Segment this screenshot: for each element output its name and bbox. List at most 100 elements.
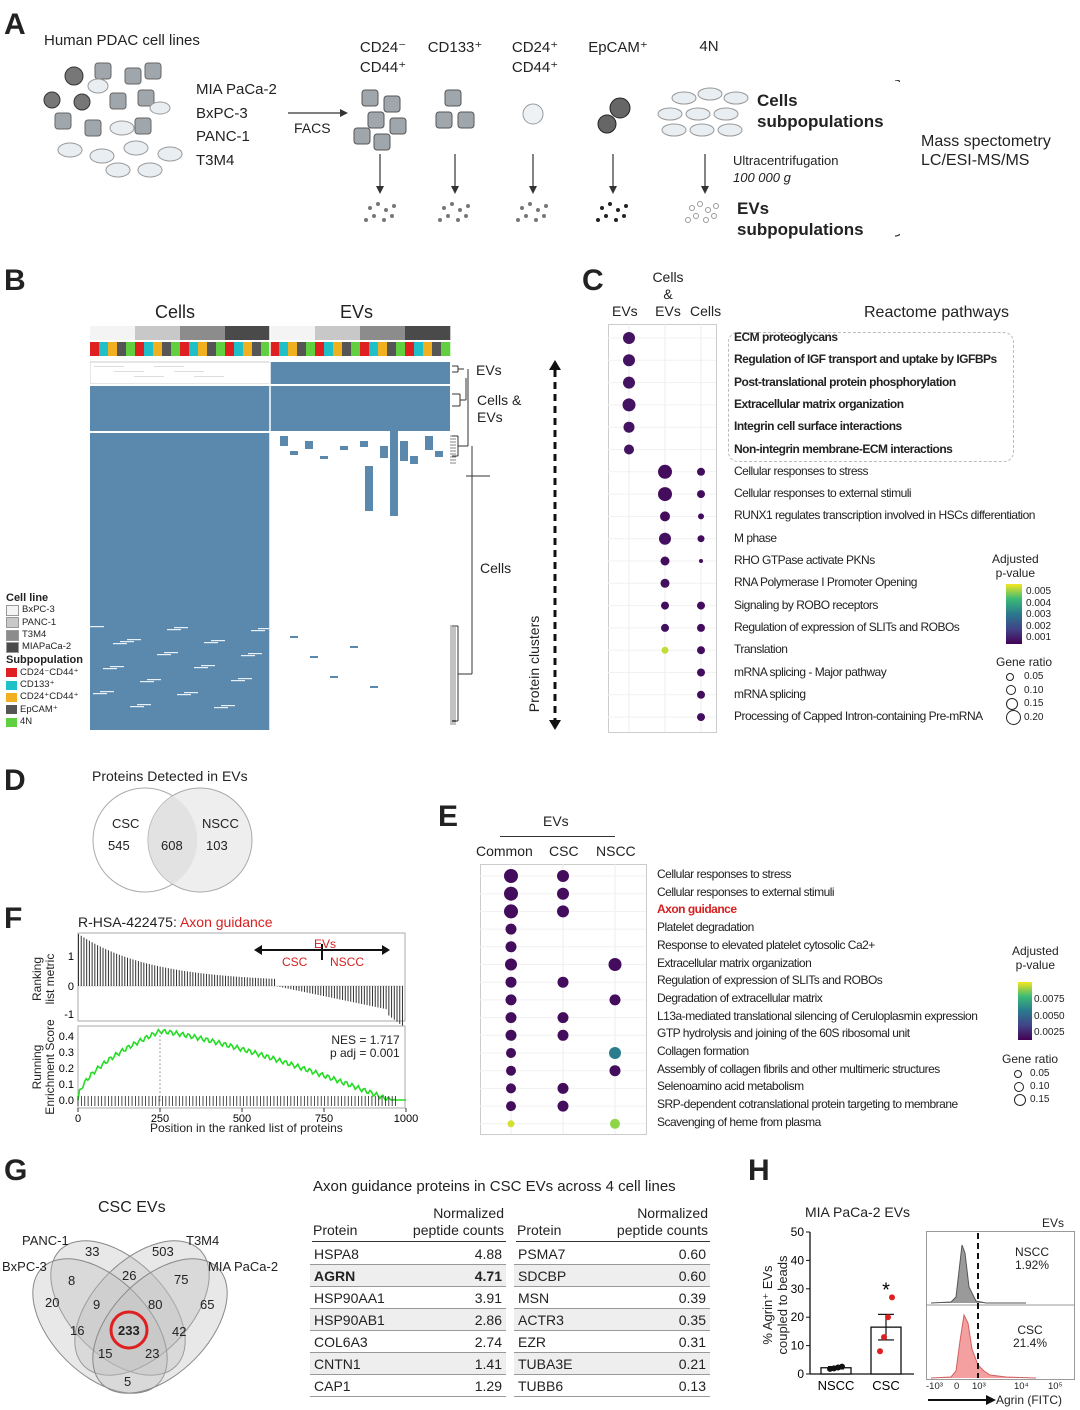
venn-d-right-label: NSCC: [202, 816, 239, 831]
gsea-xtick-label: 1000: [394, 1113, 418, 1125]
dotplot-c-dot: [661, 646, 669, 654]
size-legend-item: 0.10: [1014, 1080, 1049, 1093]
hist-xtick-label: 10³: [972, 1381, 986, 1392]
dotplot-e-dot: [609, 1047, 621, 1059]
heatmap-speckle: [201, 665, 215, 667]
label-line: LC/ESI-MS/MS: [921, 152, 1030, 169]
gsea-rank-bar: [184, 970, 186, 986]
venn-g-count: 26: [122, 1268, 137, 1283]
label-line: 21.4%: [1012, 1336, 1048, 1350]
reactome-pathway-label: Extracellular matrix organization: [734, 396, 904, 411]
legend-subpop-item: 4N: [6, 716, 83, 728]
size-legend-circle: [1006, 709, 1021, 725]
dotplot-c-dot: [658, 487, 672, 502]
gsea-title: R-HSA-422475: Axon guidance: [78, 914, 273, 930]
heatmap-mark: [310, 656, 318, 658]
gsea-rank-bar: [121, 955, 123, 986]
gsea-ytick-label: 1: [68, 951, 74, 963]
gsea-rank-bar: [159, 966, 161, 986]
legend-subpop-item: CD133⁺: [6, 679, 83, 691]
legend-text: MIAPaCa-2: [22, 641, 72, 653]
dotplot-e-dot: [504, 886, 518, 901]
gsea-rank-bar: [211, 974, 213, 986]
dotplot-e-dot: [505, 1029, 517, 1041]
heatmap-cellline-cell: [270, 326, 280, 340]
e-group-line: [500, 836, 615, 837]
reactome-pathway-label: RHO GTPase activate PKNs: [734, 553, 875, 567]
heatmap-cellline-cell: [252, 326, 262, 340]
heatmap-subpop-cell: [288, 342, 298, 356]
gsea-rank-bar: [241, 977, 243, 986]
dotplot-e-dot: [609, 1065, 621, 1077]
gsea-rank-bar: [167, 968, 169, 986]
heatmap-mark: [380, 446, 388, 458]
heatmap-evs-empty: [270, 431, 450, 730]
gsea-rank-bar: [374, 986, 376, 1007]
heatmap-subpop-cell: [360, 342, 370, 356]
heatmap-mark: [340, 446, 348, 450]
pval-tick: 0.0025: [1034, 1027, 1065, 1038]
reactome-pathway-label: Signaling by ROBO receptors: [734, 597, 878, 612]
venn-g-count: 42: [172, 1324, 187, 1339]
pval-tick: 0.002: [1026, 620, 1052, 632]
label-line: Normalized: [637, 1205, 708, 1221]
gsea-rank-bar: [301, 986, 303, 992]
venn-d-right-count: 103: [206, 838, 228, 853]
dotplot-c-dot: [660, 511, 670, 522]
gsea-ytick-label: 0.4: [59, 1031, 74, 1043]
e-pathway-label: Selenoamino acid metabolism: [657, 1079, 804, 1094]
label-line: Ultracentrifugation: [733, 153, 839, 168]
gsea-rank-bar: [372, 986, 374, 1007]
venn-g-count: 5: [124, 1374, 132, 1389]
dotplot-c-dot: [697, 623, 705, 632]
gsea-rank-bar: [146, 963, 148, 986]
legend-text: CD24⁻CD44⁺: [20, 666, 79, 678]
gsea-rank-bar: [290, 986, 292, 990]
ecm-highlight-box: [728, 332, 1014, 462]
dotplot-e-dot: [505, 941, 517, 953]
gsea-rank-bar: [197, 972, 199, 986]
heatmap-mark: [350, 646, 358, 648]
heatmap-mark: [290, 451, 298, 455]
dotplot-c-dot: [697, 668, 705, 677]
heatmap-cellline-cell: [360, 326, 370, 340]
dotplot-e-dot: [505, 976, 517, 988]
gsea-rank-bar: [227, 975, 229, 986]
heatmap-speckle: [251, 630, 265, 632]
legend-text: T3M4: [22, 628, 47, 640]
gsea-ytick-label: 0.3: [59, 1047, 74, 1059]
protein-cell: HSP90AA1: [310, 1286, 446, 1309]
c-pval-colorbar: [1006, 584, 1022, 644]
gsea-nes: NES = 1.717: [331, 1033, 400, 1047]
gsea-rank-bar: [388, 986, 390, 1016]
e-pathway-label: Axon guidance: [657, 902, 737, 917]
size-legend-item: 0.15: [1006, 697, 1043, 711]
gsea-rank-bar: [385, 986, 387, 1010]
heatmap-cellline-cell: [162, 326, 172, 340]
legend-swatch: [6, 641, 19, 653]
e-pathway-label: GTP hydrolysis and joining of the 60S ri…: [657, 1026, 910, 1041]
table-right-col-protein: Protein: [517, 1222, 562, 1238]
label-line: Enrichment Score: [43, 1019, 57, 1115]
heatmap-line: [194, 376, 224, 377]
heatmap-subpop-cell: [306, 342, 316, 356]
venn-d-both-count: 608: [161, 838, 183, 853]
hist-xaxis-arrow: [928, 1395, 996, 1405]
count-cell: 1.29: [445, 1374, 506, 1397]
heatmap-speckle: [127, 639, 141, 641]
panel-b-label: B: [4, 264, 26, 297]
dotplot-e-dot: [505, 1012, 517, 1024]
heatmap-cellline-cell: [333, 326, 343, 340]
label-line: EVs: [655, 303, 681, 319]
label-line: subpopulations: [737, 220, 864, 239]
panel-f-label: F: [4, 902, 23, 935]
